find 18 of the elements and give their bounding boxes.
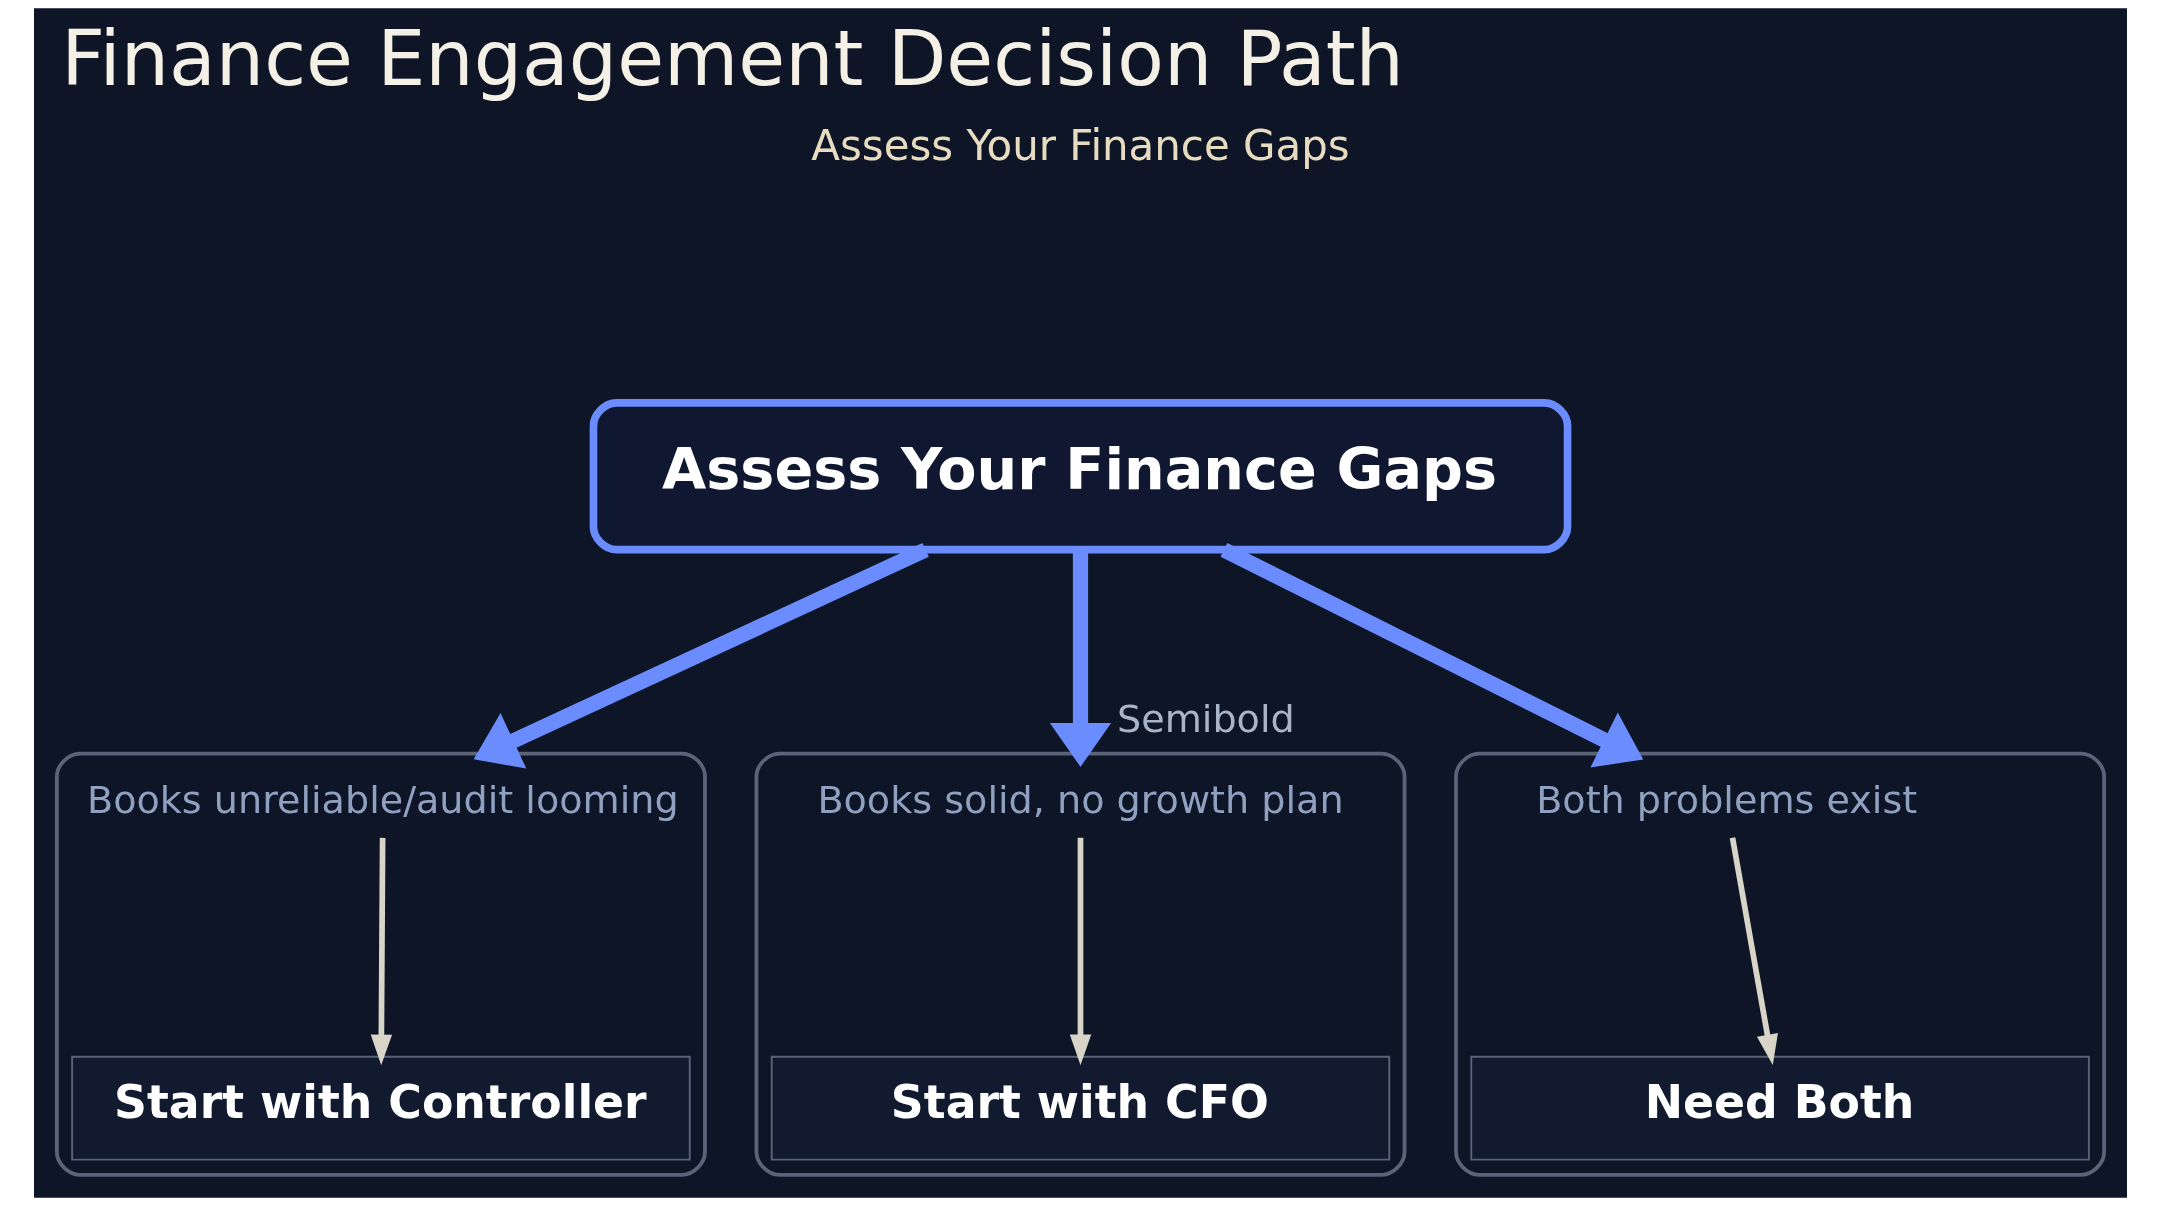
node-text: Both problems exist bbox=[1535, 777, 1917, 822]
node-box: Start with Controller bbox=[70, 1055, 691, 1161]
arrow bbox=[1069, 837, 1091, 1066]
arrow bbox=[1220, 543, 1643, 768]
node-box: Need Both bbox=[1469, 1055, 2090, 1161]
arrow bbox=[473, 542, 929, 769]
cluster bbox=[754, 751, 1406, 1177]
node-text: Books unreliable/audit looming bbox=[86, 777, 679, 822]
cluster bbox=[1453, 751, 2106, 1177]
node-box: Assess Your Finance Gaps bbox=[589, 399, 1571, 554]
diagram-title: Finance Engagement Decision Path bbox=[60, 13, 1404, 103]
arrow bbox=[370, 837, 392, 1066]
edge-label: Semibold bbox=[1116, 697, 1295, 742]
label: Assess Your Finance Gaps bbox=[810, 121, 1350, 170]
node-text: Books solid, no growth plan bbox=[816, 777, 1344, 822]
cluster bbox=[54, 751, 707, 1177]
arrow bbox=[1729, 837, 1778, 1066]
node-box: Start with CFO bbox=[770, 1055, 1390, 1161]
